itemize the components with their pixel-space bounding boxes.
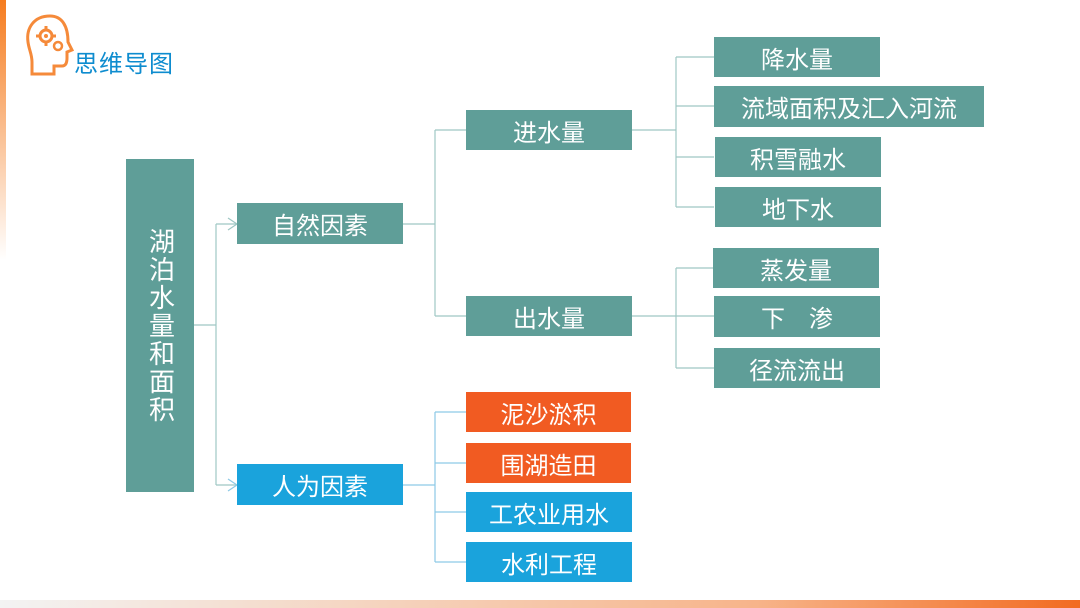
outflow-node: 出水量 (466, 296, 632, 336)
inflow-item-basin-rivers: 流域面积及汇入河流 (714, 86, 984, 127)
bottom-accent-bar (0, 600, 1080, 608)
inflow-item-snowmelt: 积雪融水 (715, 137, 881, 177)
head-gears-icon (26, 14, 75, 76)
human-factors-node: 人为因素 (237, 464, 403, 505)
inflow-item-precipitation: 降水量 (714, 37, 880, 77)
human-item-water-use: 工农业用水 (466, 492, 632, 532)
inflow-item-groundwater: 地下水 (715, 187, 881, 227)
page-title: 思维导图 (74, 50, 174, 78)
natural-factors-node: 自然因素 (237, 203, 403, 244)
root-node: 湖泊水量和面积 (126, 159, 194, 492)
outflow-item-evaporation: 蒸发量 (713, 248, 879, 288)
outflow-item-infiltration: 下 渗 (714, 296, 880, 337)
human-item-sedimentation: 泥沙淤积 (466, 392, 631, 432)
human-item-water-projects: 水利工程 (466, 542, 632, 582)
left-accent-bar (0, 0, 6, 260)
inflow-node: 进水量 (466, 110, 632, 150)
outflow-item-runoff: 径流流出 (714, 348, 880, 388)
human-item-land-reclamation: 围湖造田 (466, 443, 631, 483)
